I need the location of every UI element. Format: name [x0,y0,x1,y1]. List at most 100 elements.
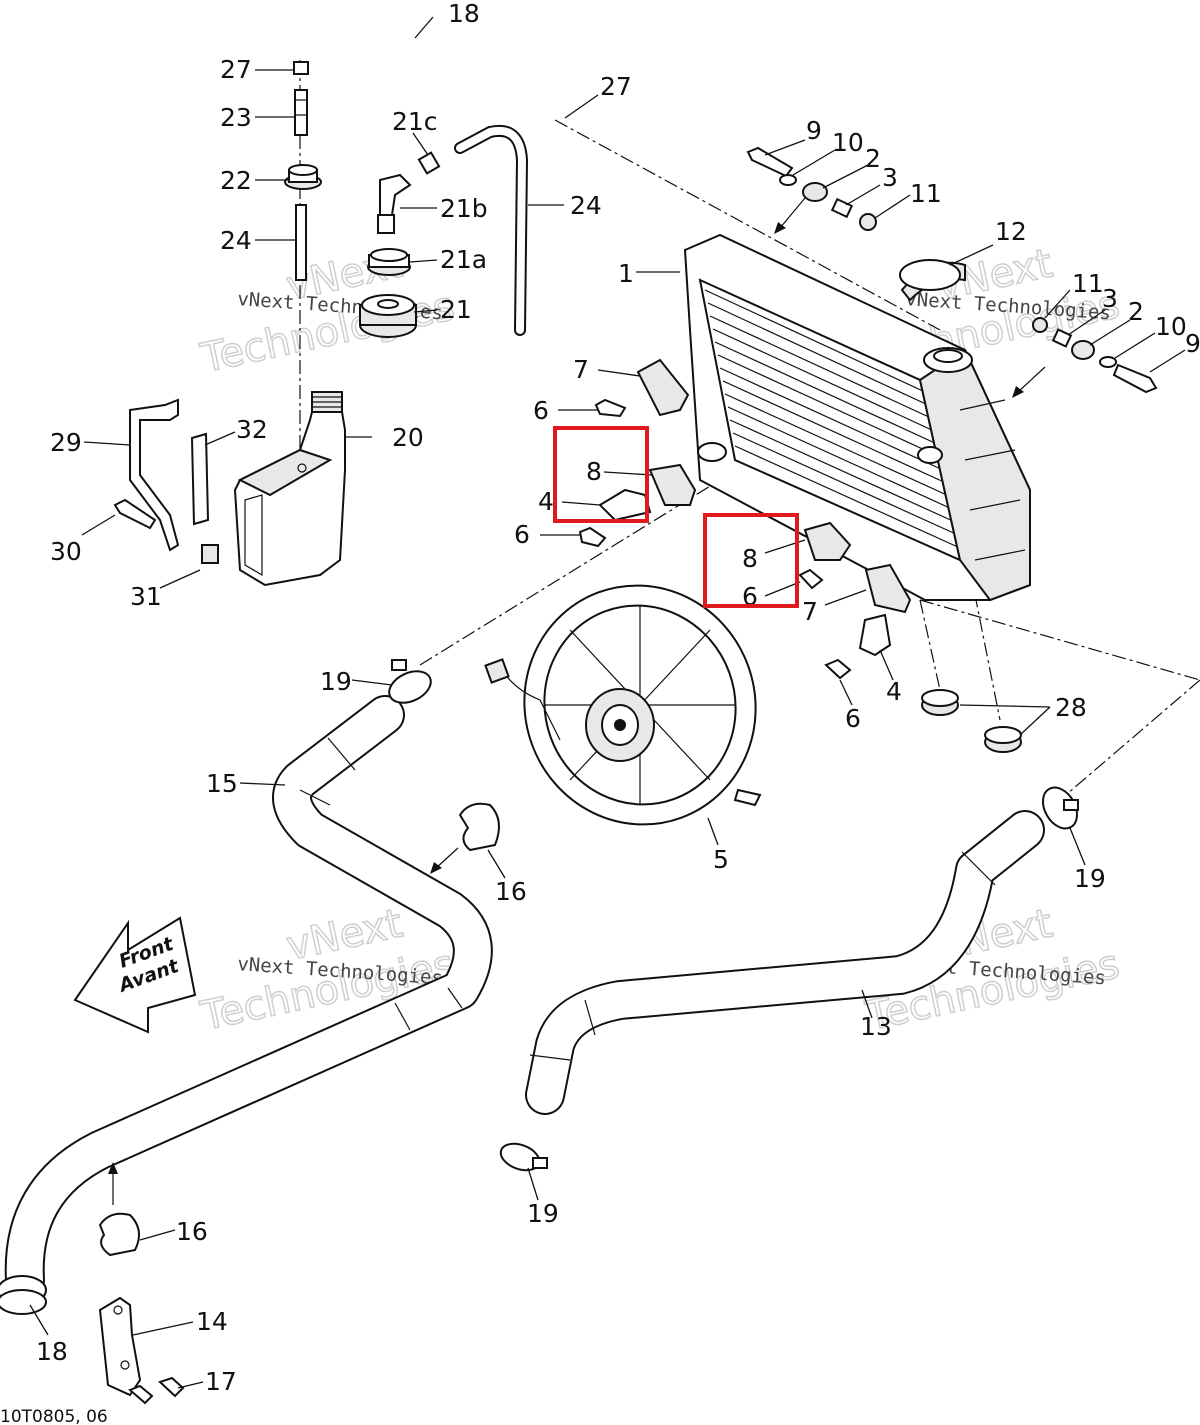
callout-4-upper: 4 [538,487,554,516]
grommet-21a [367,248,411,276]
plate-4-upper [598,488,652,522]
callout-6-upper: 6 [533,396,549,425]
callout-5: 5 [713,845,729,874]
callout-17: 17 [205,1367,237,1396]
callout-16-lower: 16 [176,1217,208,1246]
washer-10-top [779,174,797,186]
callout-11-right: 11 [1072,269,1104,298]
bolt-6-middle [578,526,607,548]
radiator-1 [683,233,1031,602]
callout-2-right: 2 [1128,297,1144,326]
spacer-3-top [830,197,854,219]
overflow-hose-26 [297,12,538,108]
bolt-6-lower [824,658,852,680]
hose-clamp-18 [0,1275,47,1315]
washer-10-right [1099,356,1117,368]
reservoir-cap-21 [359,294,417,338]
callout-15: 15 [206,769,238,798]
tube-24-left [295,204,307,281]
highlight-box-lower [703,513,799,608]
plate-4-lower [858,613,892,657]
callout-7-lower: 7 [802,597,818,626]
rubber-mount-28-right [984,726,1022,753]
callout-29: 29 [50,428,82,457]
hose-clamp-19-right [1041,786,1079,830]
callout-16-upper: 16 [495,877,527,906]
bolt-6-upper [594,398,627,418]
callout-21: 21 [440,295,472,324]
coolant-reservoir-20 [233,391,346,587]
callout-22: 22 [220,166,252,195]
callout-32: 32 [236,415,268,444]
callout-31: 31 [130,582,162,611]
callout-26: 18 [448,0,480,28]
callout-9-right: 9 [1185,329,1200,358]
callout-20: 20 [392,423,424,452]
fitting-21c [417,151,441,175]
radiator-hose-13 [525,810,1045,1115]
callout-1: 1 [618,259,634,288]
callout-21c: 21c [392,107,438,136]
grommet-2-right [1071,340,1095,360]
hose-24 [454,124,529,336]
assembly-dash-lines [299,60,1200,801]
hose-clip-16-upper [458,802,500,852]
callout-27-left: 27 [220,55,252,84]
radiator-fins [704,289,961,549]
nut-11-top [859,213,877,231]
bracket-7-lower [864,563,912,614]
fitting-23 [294,89,308,136]
reservoir-bracket-29 [129,398,180,552]
callout-27-right: 27 [600,72,632,101]
callout-21a: 21a [440,245,487,274]
leader-lines [29,16,1186,1389]
callout-19-right: 19 [1074,864,1106,893]
bracket-8-lower [803,521,852,561]
callout-8-lower: 8 [742,544,758,573]
callout-12: 12 [995,217,1027,246]
callout-2-top: 2 [865,144,881,173]
callout-24-left: 24 [220,226,252,255]
hose-clamp-19-left [388,659,432,704]
callout-19-bottom: 19 [527,1199,559,1228]
foam-strip-32 [190,432,210,526]
callout-13: 13 [860,1012,892,1041]
front-direction-arrow: Front Avant [73,916,197,1034]
bolt-6-lower-right [798,568,824,590]
spacer-3-right [1051,328,1073,348]
callout-28: 28 [1055,693,1087,722]
nut-11-right [1032,317,1048,333]
nut-31 [201,544,219,564]
bolt-9-top [746,146,794,178]
callout-9-top: 9 [806,116,822,145]
callout-30: 30 [50,537,82,566]
radiator-hose-15 [4,695,493,1300]
figure-code: 10T0805, 06 [0,1407,108,1425]
elbow-21b [377,173,412,234]
bolt-30 [113,498,157,530]
callout-8-upper: 8 [586,457,602,486]
hose-clamp-19-bottom [499,1142,548,1172]
bracket-7-upper [636,358,690,417]
callout-18: 18 [36,1337,68,1366]
callout-6-lower-right: 6 [742,582,758,611]
arrow-markers [108,197,1046,1205]
callout-4-lower: 4 [886,677,902,706]
callout-14: 14 [196,1307,228,1336]
callout-10-right: 10 [1155,312,1187,341]
callout-21b: 21b [440,194,488,223]
callout-6-middle: 6 [514,520,530,549]
grommet-2-top [802,182,828,202]
rubber-mount-28-left [921,689,959,716]
highlight-box-upper [553,426,649,523]
callout-11-top: 11 [910,179,942,208]
cooling-fan-5 [484,584,762,826]
bolt-17-left [128,1384,154,1405]
hose-bracket-14 [98,1296,142,1397]
callout-10-top: 10 [832,128,864,157]
grommet-22 [284,164,322,190]
callout-24-right: 24 [570,191,602,220]
bolt-17-right [158,1376,185,1398]
callout-labels: 18 27 27 23 21c 22 21b 24 24 21a 21 1 9 … [36,0,1200,1396]
